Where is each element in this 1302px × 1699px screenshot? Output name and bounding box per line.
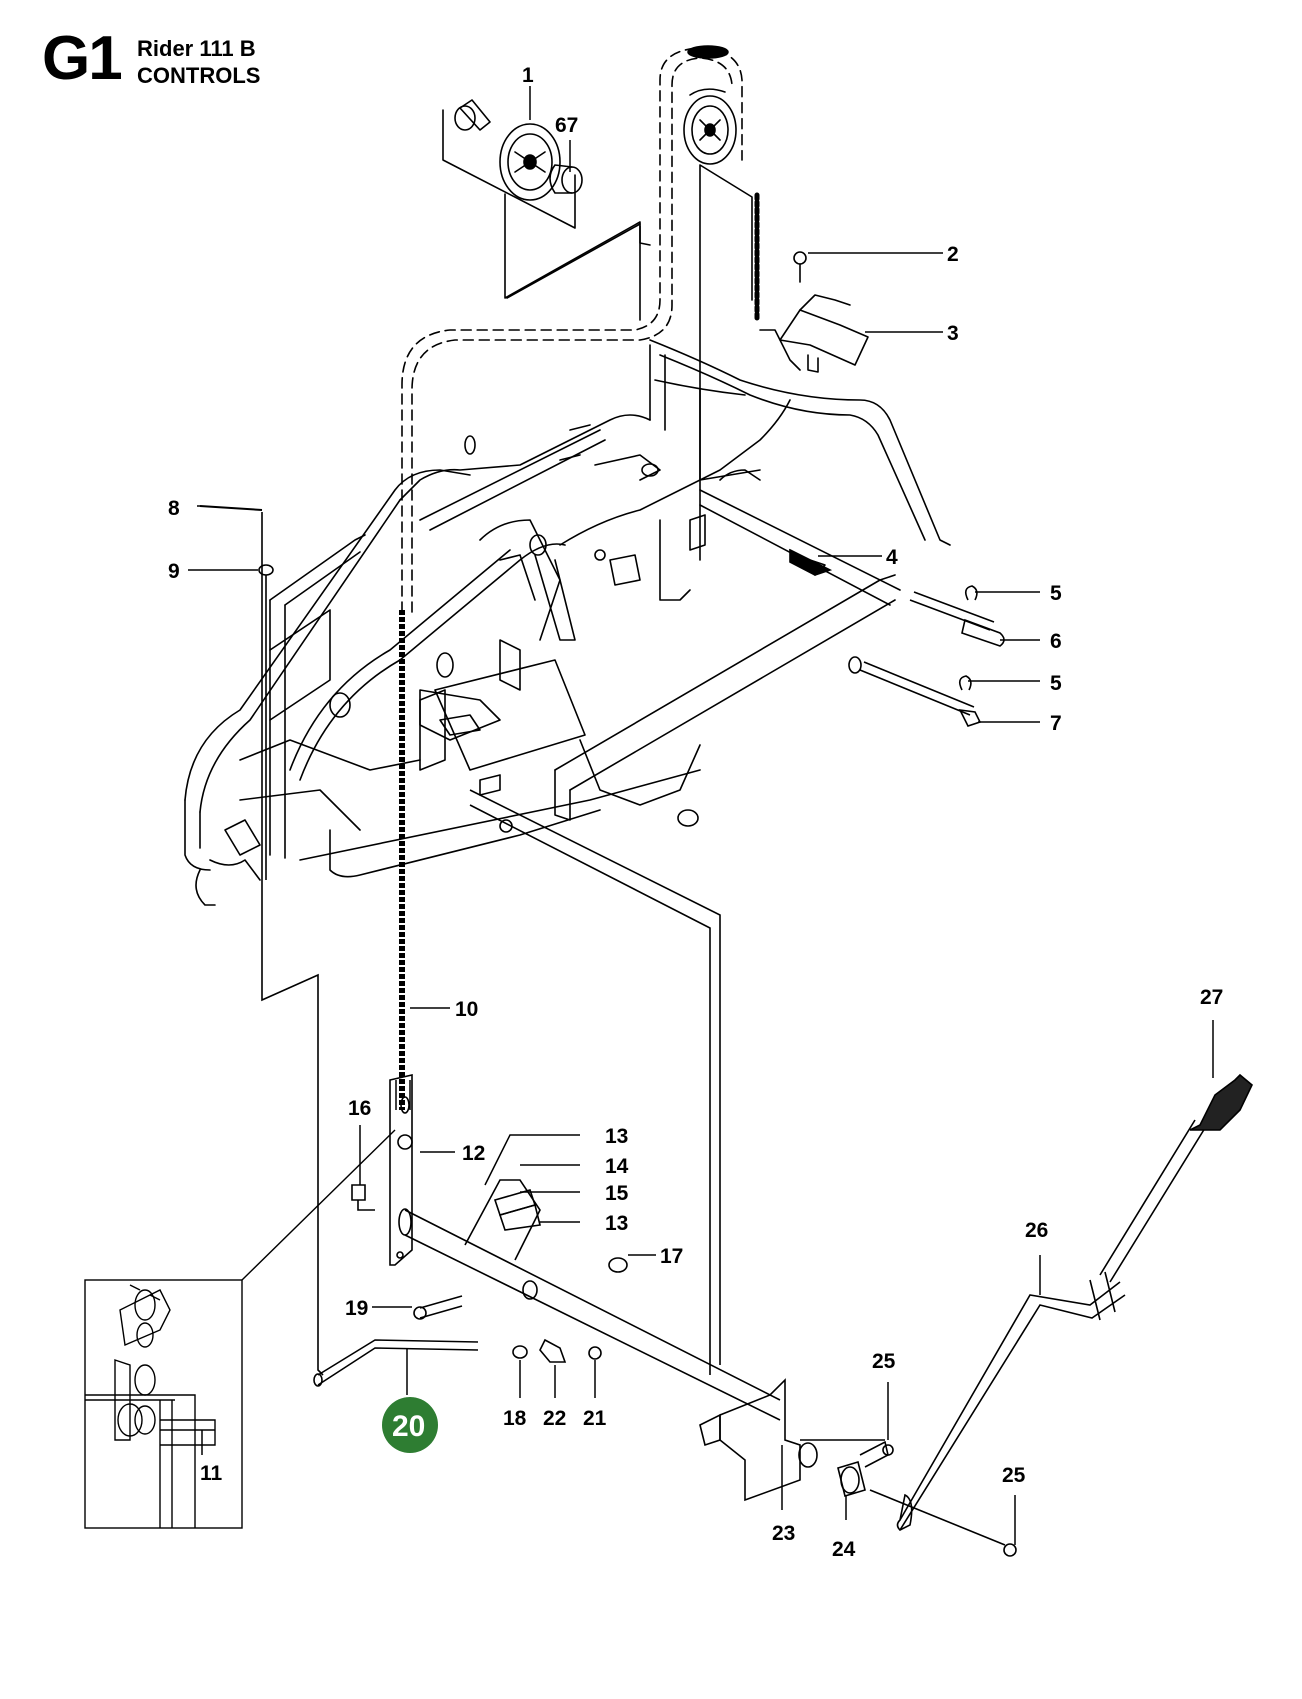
pulley-1-wheel (499, 123, 561, 201)
leader-lines (188, 86, 1214, 1545)
frame-lower-plate (239, 739, 421, 831)
spacer-left (454, 105, 476, 131)
callout-21: 21 (583, 1407, 607, 1430)
rod-20 (317, 1339, 479, 1386)
callout-27: 27 (1200, 986, 1223, 1009)
callout-24: 24 (832, 1538, 856, 1561)
frame-seat-tube (559, 399, 791, 546)
callout-20: 20 (392, 1410, 425, 1443)
callout-1: 1 (522, 64, 534, 87)
clip-5b (958, 675, 972, 691)
section-code: G1 (42, 24, 123, 93)
callout-23: 23 (772, 1522, 795, 1545)
callout-2: 2 (947, 243, 959, 266)
callout-14: 14 (605, 1155, 629, 1178)
pulley-1-bracket (504, 193, 651, 299)
frame-front-rail (269, 599, 286, 859)
section-title: CONTROLS (137, 63, 261, 88)
rod-26-handle (1099, 1119, 1206, 1283)
shaft-6 (909, 591, 995, 631)
rod-to-pedal (469, 789, 721, 1375)
callout-labels: 1 67 2 3 4 5 6 5 7 8 9 10 11 12 13 14 15… (168, 64, 1223, 1561)
callout-7: 7 (1050, 712, 1062, 735)
pad-15 (498, 1204, 541, 1231)
callout-19: 19 (345, 1297, 368, 1320)
frame-top-bar (399, 414, 651, 501)
callout-25a: 25 (872, 1350, 896, 1373)
frame-left-upright (184, 469, 471, 801)
callout-3: 3 (947, 322, 959, 345)
bolt-16 (351, 1184, 375, 1211)
swivel-22 (539, 1338, 567, 1363)
callout-18: 18 (503, 1407, 527, 1430)
detail-inset (84, 1129, 396, 1529)
callout-8: 8 (168, 497, 180, 520)
washer-9 (258, 564, 274, 576)
bracket-23 (719, 1378, 801, 1502)
callout-25b: 25 (1002, 1464, 1026, 1487)
clip-5a (964, 585, 978, 601)
upper-pulley (683, 95, 737, 165)
callout-17: 17 (660, 1245, 683, 1268)
callout-15: 15 (605, 1182, 629, 1205)
nut-18 (512, 1345, 528, 1359)
frame-cross-tube (299, 543, 566, 781)
frame-rear-rail (554, 574, 896, 791)
screw-2-head (793, 251, 807, 265)
lever-plate (389, 1073, 413, 1266)
main-shaft (404, 1209, 781, 1421)
bolt-25b (869, 1489, 1006, 1546)
lever-26 (899, 1281, 1126, 1531)
rod-8 (199, 505, 263, 511)
knob-27 (1189, 1073, 1253, 1131)
model-name: Rider 111 B (137, 36, 256, 61)
callout-13a: 13 (605, 1125, 628, 1148)
bolt-12 (397, 1134, 413, 1150)
callout-67: 67 (555, 114, 578, 137)
callout-26: 26 (1025, 1219, 1048, 1242)
nut-17 (608, 1257, 628, 1273)
callout-20-badge (382, 1397, 438, 1453)
nut-21 (588, 1346, 602, 1360)
header: G1 Rider 111 B CONTROLS (0, 0, 400, 110)
callout-11: 11 (200, 1462, 223, 1485)
callout-9: 9 (168, 560, 180, 583)
pulley-1-frame (442, 109, 576, 229)
bolt-19 (419, 1295, 463, 1319)
callout-16: 16 (348, 1097, 371, 1120)
detail-inset-frame (84, 1279, 243, 1529)
callout-12: 12 (462, 1142, 485, 1165)
callout-6: 6 (1050, 630, 1062, 653)
pin-4 (789, 548, 833, 576)
callout-4: 4 (886, 546, 898, 569)
callout-5a: 5 (1050, 582, 1062, 605)
callout-10: 10 (455, 998, 478, 1021)
callout-13b: 13 (605, 1212, 628, 1235)
lower-assembly (313, 610, 1253, 1557)
frame-drawing (184, 45, 951, 906)
cable-route-dashed-inner (411, 57, 733, 613)
pins-and-shafts (199, 505, 1005, 1376)
shaft-7 (859, 661, 975, 716)
callout-22: 22 (543, 1407, 566, 1430)
spacer-67 (561, 166, 583, 194)
callout-5b: 5 (1050, 672, 1062, 695)
